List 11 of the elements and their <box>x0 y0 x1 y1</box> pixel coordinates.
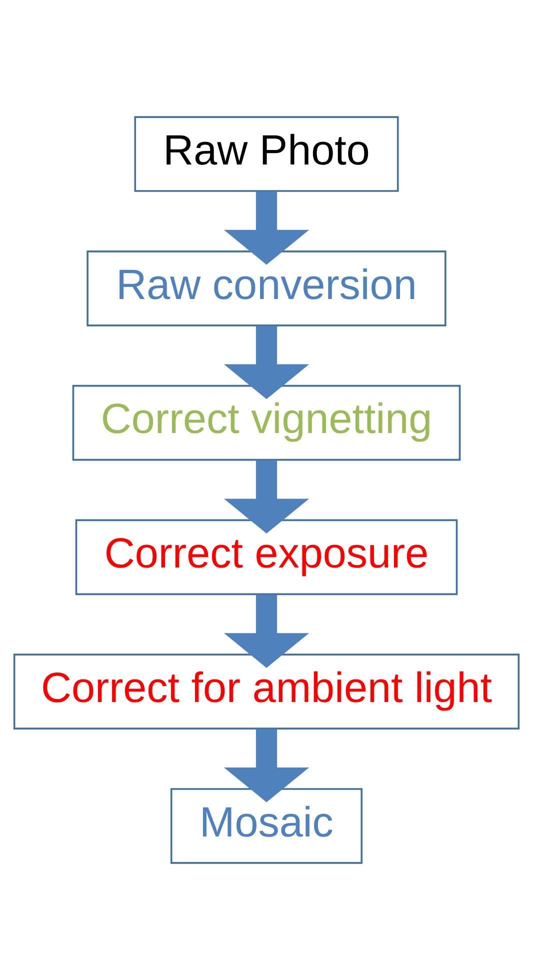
arrow <box>224 594 310 668</box>
arrow <box>224 191 310 265</box>
node-box: Mosaic <box>170 788 363 864</box>
node-box: Correct for ambient light <box>13 654 520 730</box>
node-box: Raw Photo <box>134 116 399 192</box>
arrow <box>224 326 310 400</box>
arrow <box>224 460 310 534</box>
node-box: Correct exposure <box>75 519 458 596</box>
node-box: Raw conversion <box>86 250 446 326</box>
arrow <box>224 728 310 802</box>
node-box: Correct vignetting <box>72 384 461 461</box>
